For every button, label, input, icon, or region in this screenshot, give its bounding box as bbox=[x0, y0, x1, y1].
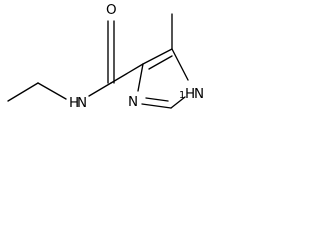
atom-label-ring-n1-prefix: 1 bbox=[179, 90, 185, 101]
bond-ethyl-ch3-ch2 bbox=[7, 82, 39, 102]
bond-n3-c4 bbox=[137, 63, 144, 92]
bond-c4-c5-inner bbox=[148, 55, 173, 70]
bond-c2-n3-inner bbox=[145, 97, 169, 102]
bond-carbonyl-c4 bbox=[110, 63, 144, 84]
bond-c2-n3 bbox=[141, 103, 172, 109]
bond-ethyl-ch2-n bbox=[37, 82, 67, 100]
atom-label-amide-h: H bbox=[69, 95, 79, 111]
atom-label-oxygen: O bbox=[106, 2, 117, 18]
atom-label-ring-n1: N bbox=[194, 86, 204, 102]
atom-label-ring-n3: N bbox=[128, 94, 138, 110]
bond-n1-c2 bbox=[170, 96, 186, 109]
molecule-structure-diagram: O H N N 1 H N bbox=[7, 2, 204, 111]
atom-label-ring-n1-h: H bbox=[185, 86, 195, 102]
bond-c5-n1 bbox=[171, 48, 189, 81]
atom-label-amide-n: N bbox=[77, 95, 87, 111]
bond-c4-c5 bbox=[142, 48, 173, 65]
bond-n-carbonyl bbox=[88, 82, 112, 97]
